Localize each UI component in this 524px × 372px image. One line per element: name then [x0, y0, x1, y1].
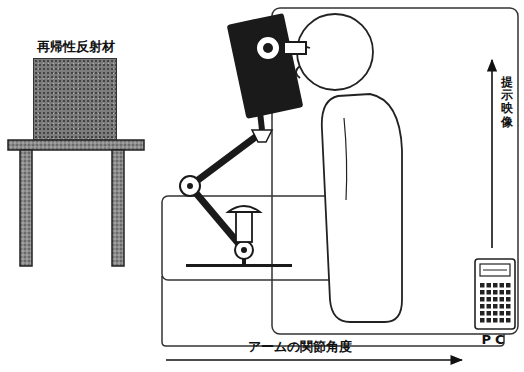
table	[8, 140, 144, 266]
retroreflector: 再帰性反射材	[33, 58, 117, 140]
system-outline	[162, 8, 518, 346]
node-label: 再帰性反射材	[37, 40, 115, 54]
signal-label: アームの関節角度	[248, 340, 352, 354]
pc-device	[474, 258, 516, 330]
signal-label: 提示映像	[501, 76, 513, 129]
head-mounted-display	[227, 13, 306, 119]
pc-unit: PC	[474, 258, 516, 330]
signal-arrow	[166, 60, 492, 360]
person	[290, 14, 402, 322]
node-label: PC	[481, 333, 508, 347]
arm	[180, 112, 292, 267]
